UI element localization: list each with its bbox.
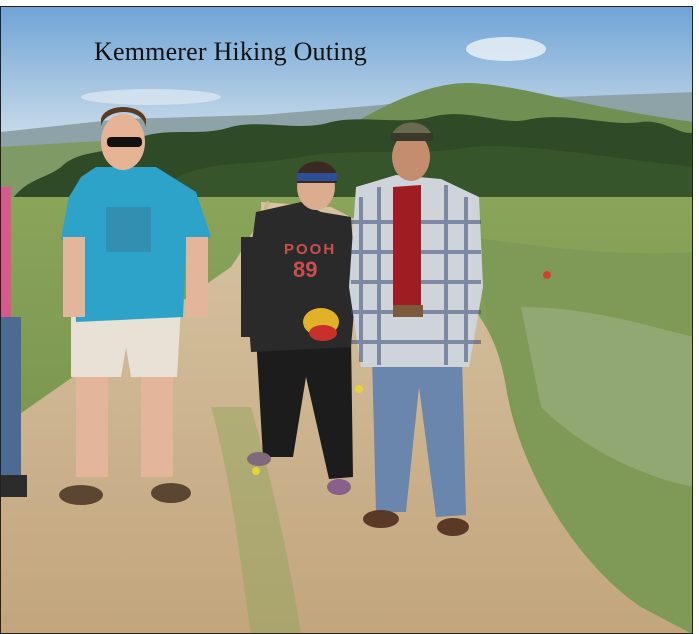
photo-illustration <box>1 7 692 633</box>
wildflower <box>355 385 363 393</box>
hiking-photo: POOH 89 Kemmerer Hiking Outing <box>0 6 693 634</box>
sagebrush-right-light <box>521 307 692 487</box>
person-woman-hoodie <box>241 161 356 495</box>
hoodie-print-top: POOH <box>284 241 337 258</box>
person-man-blue-shirt <box>59 107 211 505</box>
wildflower <box>252 467 260 475</box>
person-edge-left <box>1 187 27 497</box>
person-man-plaid <box>349 122 483 536</box>
hoodie-print-number: 89 <box>293 257 318 282</box>
trail-grass-strip <box>211 407 301 633</box>
photo-caption: Kemmerer Hiking Outing <box>94 37 368 66</box>
wildflower <box>543 271 551 279</box>
cloud <box>81 89 221 105</box>
cloud <box>466 37 546 61</box>
